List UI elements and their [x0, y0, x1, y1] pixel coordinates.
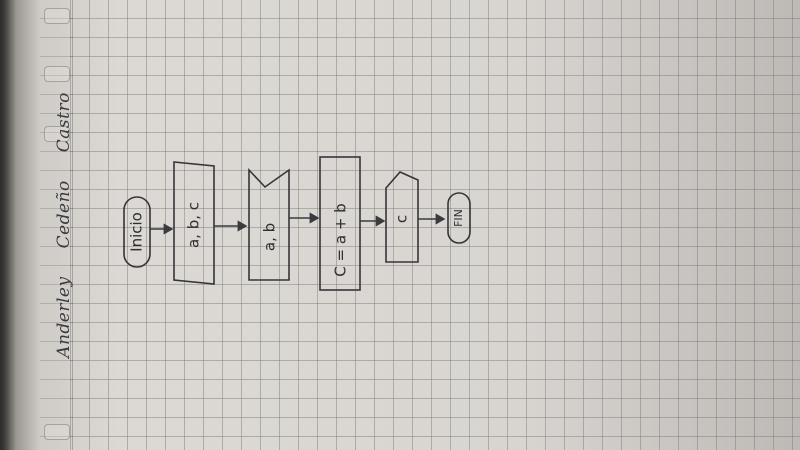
end-label: FIN — [452, 209, 465, 227]
page-tab — [44, 66, 70, 82]
input-box: a, b, c — [173, 161, 215, 285]
page-edge-shadow — [0, 0, 16, 450]
process-label: C = a + b — [332, 203, 350, 276]
output-box: c — [385, 171, 419, 263]
page-margin — [40, 0, 73, 450]
page-tab — [44, 126, 70, 142]
read-label: a, b — [261, 223, 279, 251]
page-tab — [44, 8, 70, 24]
grid-paper — [70, 0, 800, 450]
start-terminator: Inicio — [123, 196, 151, 268]
read-box: a, b — [248, 167, 290, 281]
end-terminator: FIN — [447, 192, 471, 244]
output-label: c — [393, 215, 411, 223]
page-tab — [44, 424, 70, 440]
input-label: a, b, c — [185, 202, 203, 248]
start-label: Inicio — [128, 212, 146, 252]
process-box: C = a + b — [319, 156, 361, 291]
